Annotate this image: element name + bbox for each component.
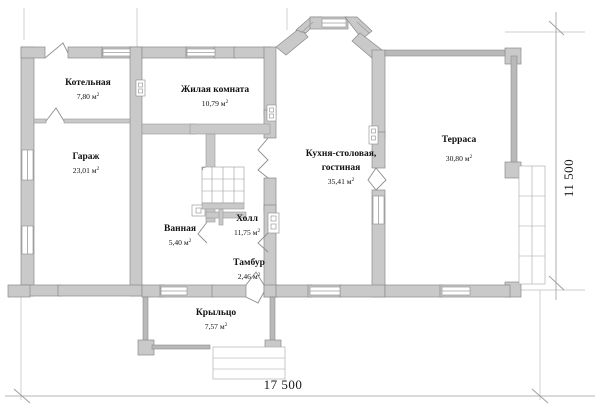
room-area-holl: 11,75 м2 bbox=[234, 228, 261, 237]
door-marker-tambour bbox=[267, 212, 280, 234]
dimension-label-height: 11 500 bbox=[561, 159, 576, 197]
room-label-kotelnaya: Котельная bbox=[65, 78, 111, 88]
window-bath-bottom bbox=[160, 286, 188, 296]
room-label-holl: Холл bbox=[236, 214, 259, 224]
door-marker-hall-stairs bbox=[191, 204, 206, 217]
door-marker-kitchen-right bbox=[368, 125, 379, 145]
room-area-vannaya: 5,40 м2 bbox=[169, 238, 192, 247]
room-label-vannaya: Ванная bbox=[164, 224, 196, 234]
door-living-to-kitchen bbox=[257, 137, 269, 179]
room-label-kuhnya-line2: гостиная bbox=[322, 163, 361, 173]
room-label-zhilaya-komnata: Жилая комната bbox=[181, 85, 250, 95]
door-boiler-exterior bbox=[44, 42, 69, 59]
room-label-tambur: Тамбур bbox=[233, 257, 265, 268]
door-kitchen-to-terrace bbox=[367, 167, 387, 191]
dimension-right: 11 500 bbox=[548, 12, 576, 300]
dimension-label-width: 17 500 bbox=[264, 377, 303, 392]
room-area-kotelnaya: 7,80 м2 bbox=[77, 92, 100, 101]
dimension-bottom: 17 500 bbox=[5, 377, 595, 404]
door-bath bbox=[197, 221, 208, 244]
window-garage-lower bbox=[21, 225, 34, 255]
door-marker-living-right bbox=[266, 104, 277, 122]
door-boiler-garage bbox=[45, 107, 65, 122]
staircase bbox=[201, 166, 245, 226]
window-garage-upper bbox=[21, 149, 34, 181]
room-label-kuhnya-line1: Кухня-столовая, bbox=[306, 149, 377, 159]
room-area-kuhnya: 35,41 м2 bbox=[328, 177, 355, 186]
room-label-krylco: Крыльцо bbox=[196, 308, 236, 318]
room-area-zhilaya-komnata: 10,79 м2 bbox=[202, 99, 229, 108]
window-living-room-top bbox=[186, 48, 216, 57]
room-labels: Котельная 7,80 м2 Гараж 23,01 м2 Жилая к… bbox=[65, 78, 476, 331]
door-tambour-porch bbox=[245, 271, 265, 304]
room-area-tambur: 2,46 м2 bbox=[238, 272, 261, 281]
room-area-garazh: 23,01 м2 bbox=[73, 166, 100, 175]
door-marker-living-left bbox=[135, 79, 146, 97]
window-terrace-bottom bbox=[441, 286, 471, 296]
porch-structure bbox=[137, 296, 286, 380]
terrace-structure bbox=[384, 47, 546, 298]
room-area-krylco: 7,57 м2 bbox=[205, 322, 228, 331]
room-label-terrasa: Терраса bbox=[442, 135, 477, 145]
room-area-terrasa: 30,80 м2 bbox=[446, 154, 473, 163]
room-label-garazh: Гараж bbox=[73, 152, 100, 162]
door-hall-to-kitchen bbox=[257, 232, 269, 253]
window-kitchen-bottom bbox=[309, 286, 341, 296]
dimension-extension-lines bbox=[20, 8, 585, 400]
window-kitchen-right bbox=[372, 195, 385, 225]
garage-bottom-stub bbox=[7, 284, 31, 298]
window-boiler-top bbox=[102, 48, 131, 57]
